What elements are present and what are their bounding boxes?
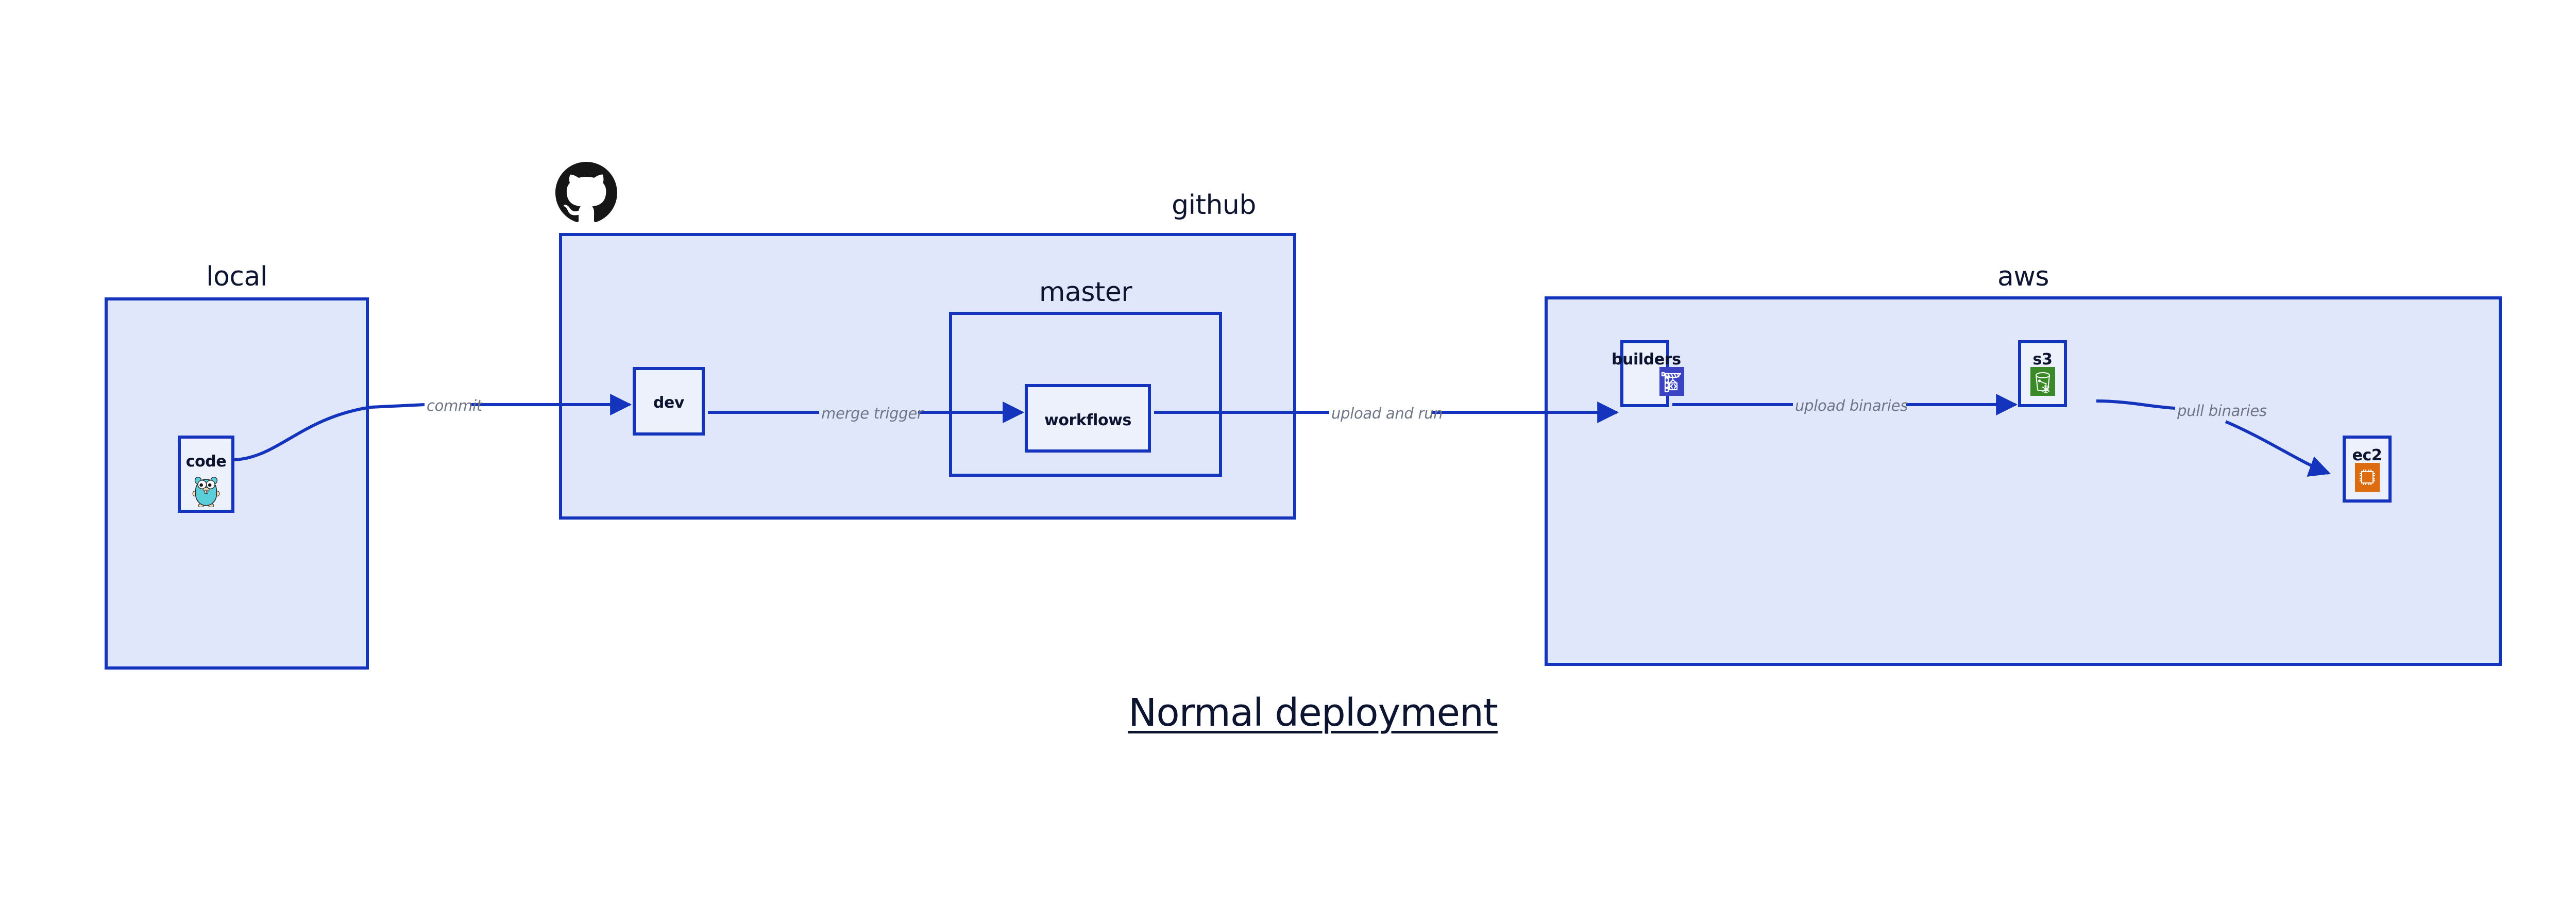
- edge-label-commit: commit: [427, 397, 482, 414]
- aws-s3-glacier-bucket-icon: [2030, 367, 2055, 396]
- go-gopher-icon: [192, 473, 221, 508]
- node-workflows-label: workflows: [1044, 411, 1131, 429]
- aws-codebuild-crane-icon: [1659, 367, 1684, 396]
- aws-ec2-chip-icon: [2355, 463, 2380, 492]
- edge-label-upload-and-run: upload and run: [1331, 405, 1443, 422]
- node-dev-label: dev: [653, 394, 685, 412]
- diagram-title: Normal deployment: [1128, 691, 1498, 735]
- container-master-label: master: [1039, 277, 1132, 308]
- node-builders-label: builders: [1612, 350, 1681, 369]
- edge-label-upload-binaries: upload binaries: [1795, 397, 1908, 414]
- node-workflows[interactable]: [1025, 384, 1151, 453]
- node-dev[interactable]: [633, 367, 705, 436]
- container-local-label: local: [206, 261, 267, 292]
- container-local[interactable]: [105, 297, 369, 670]
- node-s3-label: s3: [2032, 350, 2053, 369]
- edge-label-merge-trigger: merge trigger: [821, 405, 923, 422]
- github-octocat-logo: [555, 161, 617, 225]
- node-s3[interactable]: [2018, 340, 2067, 407]
- container-aws-label: aws: [1997, 261, 2049, 292]
- edge-label-pull-binaries: pull binaries: [2177, 402, 2267, 420]
- node-ec2-label: ec2: [2352, 446, 2382, 464]
- node-code-label: code: [185, 453, 227, 471]
- container-github-label: github: [1172, 190, 1256, 221]
